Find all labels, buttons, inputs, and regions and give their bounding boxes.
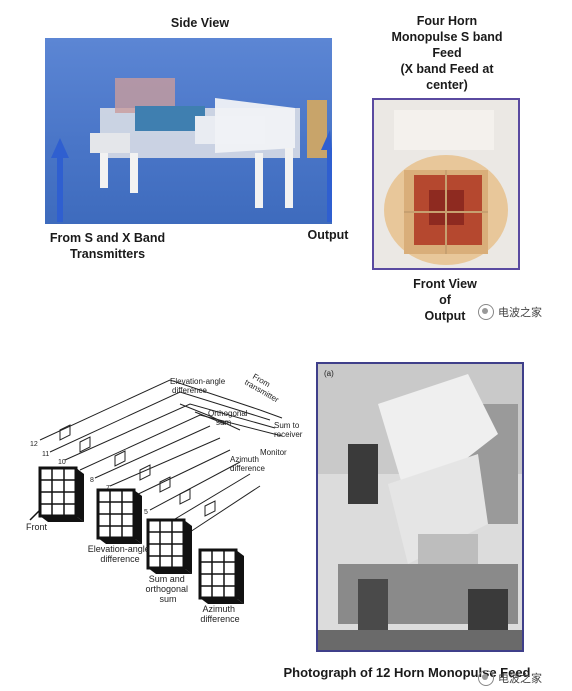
from-transmitter-label: From transmitter xyxy=(243,370,285,405)
elevation-angle-difference-top-label: Elevation-angle difference xyxy=(170,377,227,395)
from-transmitters-label: From S and X Band Transmitters xyxy=(49,231,166,261)
twelve-horn-photo: (a) xyxy=(316,362,524,652)
side-view-photo xyxy=(45,38,332,224)
orthogonal-sum-label: Orthogonal sum xyxy=(208,409,250,427)
svg-text:12: 12 xyxy=(30,441,38,448)
elevation-horn-array xyxy=(96,488,142,544)
azimuth-horn-array xyxy=(198,548,244,604)
azimuth-difference-mid-label: Azimuth difference xyxy=(230,455,266,473)
svg-text:5: 5 xyxy=(144,509,148,516)
watermark-bottom: 电波之家 xyxy=(478,670,542,686)
front-view-illustration xyxy=(374,100,518,268)
svg-text:8: 8 xyxy=(90,477,94,484)
sum-to-receiver-label: Sum to receiver xyxy=(274,421,303,439)
front-horn-array xyxy=(38,466,84,522)
front-view-label: Front View of Output xyxy=(413,277,477,323)
sum-horn-array xyxy=(146,518,192,574)
twelve-horn-illustration: (a) xyxy=(318,364,522,650)
side-view-illustration xyxy=(51,78,332,222)
watermark-logo-icon xyxy=(478,670,494,686)
input-arrow xyxy=(51,138,69,222)
side-view-title: Side View xyxy=(170,16,230,30)
front-pointer xyxy=(29,509,41,521)
photo-caption: Photograph of 12 Horn Monopulse Feed xyxy=(283,665,531,680)
sum-and-orthogonal-sum-label: Sum and orthogonal sum xyxy=(145,574,190,604)
output-label: Output xyxy=(307,228,349,242)
feed-title: Four Horn Monopulse S band Feed (X band … xyxy=(391,14,503,92)
front-view-photo xyxy=(372,98,520,270)
monitor-label: Monitor xyxy=(260,448,287,457)
azimuth-difference-label: Azimuth difference xyxy=(200,604,239,624)
watermark-top: 电波之家 xyxy=(478,304,542,320)
svg-text:11: 11 xyxy=(42,451,49,458)
photo-tag: (a) xyxy=(324,369,334,378)
output-arrow xyxy=(321,130,332,222)
elevation-angle-difference-label: Elevation-angle difference xyxy=(88,544,153,564)
front-label: Front xyxy=(26,522,48,532)
svg-text:10: 10 xyxy=(58,459,66,466)
watermark-logo-icon xyxy=(478,304,494,320)
